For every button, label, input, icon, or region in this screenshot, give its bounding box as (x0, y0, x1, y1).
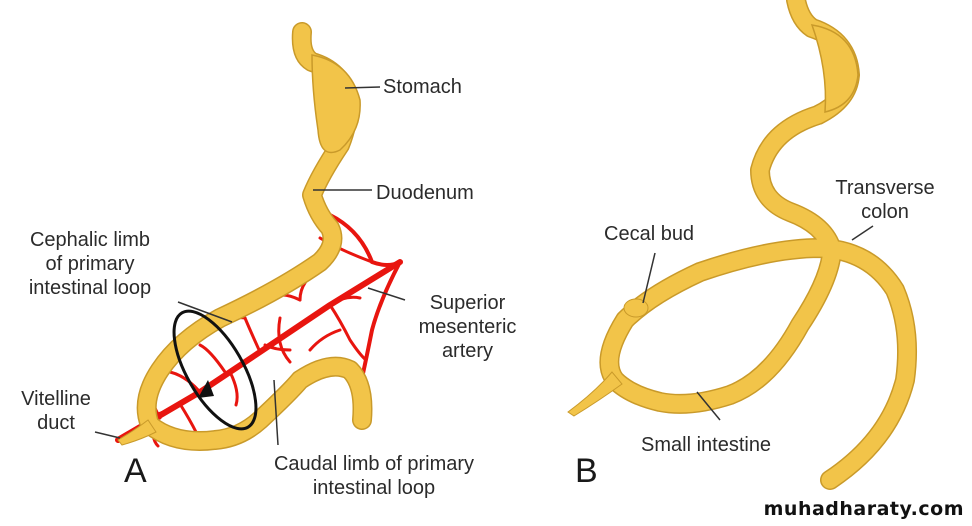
label-sma-line-2: mesenteric (418, 316, 517, 338)
rotation-axis-ellipse (172, 309, 258, 431)
label-cephalic-limb-line-3: intestinal loop (28, 277, 152, 299)
vitelline-remnant-b (567, 371, 623, 417)
label-vitelline-line-1: Vitelline (21, 388, 91, 410)
vitelline-duct (117, 419, 157, 446)
label-vitelline-line-2: duct (37, 412, 75, 434)
label-caudal-line-1: Caudal limb of primary (273, 453, 475, 475)
label-cecal-bud: Cecal bud (604, 223, 695, 245)
label-transverse-line-1: Transverse (835, 177, 935, 199)
panel-letter-a: A (124, 452, 147, 490)
panel-a-illustration (94, 22, 406, 451)
label-small-intestine: Small intestine (641, 434, 772, 456)
label-cephalic-limb-line-2: of primary (45, 253, 135, 275)
label-cephalic-limb: Cephalic limb of primary intestinal loop (6, 228, 174, 300)
label-vitelline-duct: Vitelline duct (6, 387, 106, 435)
rotation-arrow-icon (198, 380, 214, 398)
label-superior-mesenteric-artery: Superior mesenteric artery (405, 291, 530, 363)
label-caudal-limb: Caudal limb of primary intestinal loop (234, 452, 514, 500)
label-sma-line-1: Superior (429, 292, 506, 314)
label-sma-line-3: artery (441, 340, 494, 362)
panel-b-illustration (567, 0, 918, 490)
label-cephalic-limb-line-1: Cephalic limb (29, 229, 151, 251)
label-transverse-line-2: colon (861, 201, 909, 223)
label-transverse-colon: Transverse colon (820, 176, 950, 224)
watermark: muhadharaty.com (763, 498, 964, 520)
panel-letter-b: B (575, 452, 598, 490)
stomach-a (311, 54, 361, 154)
label-stomach: Stomach (383, 76, 462, 98)
stomach-b (810, 24, 859, 113)
label-duodenum: Duodenum (376, 182, 474, 204)
cecal-bud-shape (623, 298, 649, 318)
label-caudal-line-2: intestinal loop (312, 477, 436, 499)
